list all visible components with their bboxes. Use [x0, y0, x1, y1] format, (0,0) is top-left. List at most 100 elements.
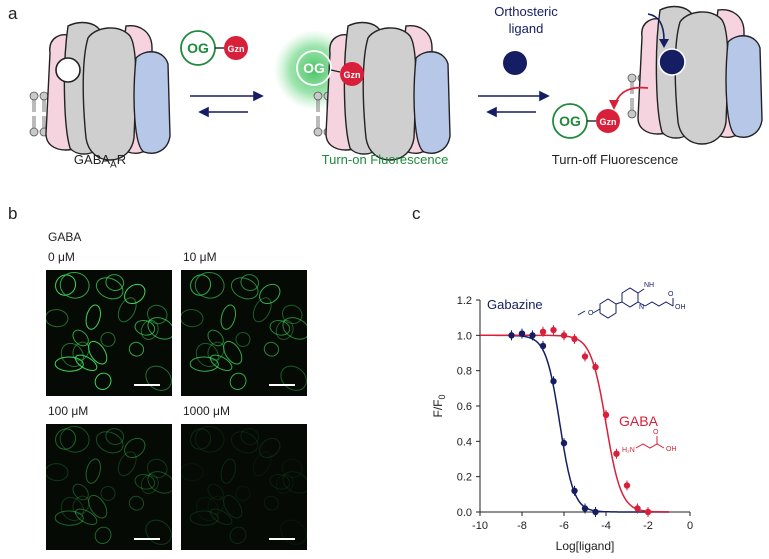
equilibrium-arrows-2 [478, 90, 550, 118]
cell-outline [134, 473, 156, 490]
cell-outline [105, 274, 125, 291]
svg-text:OH: OH [675, 304, 686, 311]
cell-outline [189, 356, 219, 372]
cell-outline [85, 458, 101, 484]
svg-text:O: O [653, 429, 659, 436]
cell-outline [146, 304, 168, 325]
y-tick-label: 0.0 [457, 507, 472, 519]
probe-released [552, 103, 620, 139]
x-tick-label: 0 [687, 520, 693, 532]
cell-outline [230, 277, 259, 300]
cell-outline [194, 272, 225, 299]
cell-outline [128, 341, 145, 357]
cell-outline [145, 519, 172, 545]
orthosteric-ligand [503, 51, 527, 75]
empty-binding-site [55, 57, 81, 83]
data-point-gaba [634, 505, 641, 512]
cell-outline [230, 431, 259, 454]
data-point-gaba [550, 326, 557, 334]
cell-outline [72, 495, 90, 515]
cell-outline [269, 473, 291, 490]
cell-outline [128, 495, 145, 511]
y-tick-label: 0.6 [457, 401, 472, 413]
cell-outline [229, 372, 247, 390]
receptor-apo [29, 21, 171, 161]
cell-outline [100, 485, 116, 501]
cell-outline [229, 526, 247, 544]
ligand-entry-arrow [647, 13, 665, 41]
micrograph-3 [181, 424, 307, 550]
cell-outline [252, 297, 272, 323]
cell-outline [54, 356, 84, 372]
y-tick-label: 0.4 [457, 436, 472, 448]
equilibrium-arrows-1 [190, 90, 264, 118]
series-label-gaba: GABA [619, 413, 658, 429]
svg-text:NH: NH [644, 282, 654, 289]
cell-outline [55, 274, 77, 296]
cell-outline [194, 426, 225, 453]
cell-outline [88, 340, 108, 365]
svg-text:H₂N: H₂N [622, 447, 635, 454]
cell-outline [223, 494, 243, 519]
cell-outline [282, 317, 307, 340]
ligand-label-line2: ligand [509, 21, 544, 36]
cell-outline [275, 473, 294, 494]
gzn-label-3: Gzn [600, 117, 617, 127]
cell-outline [207, 495, 225, 515]
cell-outline [60, 496, 84, 522]
y-tick-label: 0.8 [457, 366, 472, 378]
cell-outline [181, 463, 204, 482]
cell-outline [95, 277, 124, 300]
cell-outline [220, 304, 236, 330]
cell-outline [124, 283, 146, 305]
cell-outline [85, 304, 101, 330]
cell-outline [117, 297, 137, 323]
y-tick-label: 0.2 [457, 472, 472, 484]
caption-receptor: GABAAR [73, 152, 127, 171]
caption-turn-off: Turn-off Fluorescence [551, 152, 679, 167]
x-tick-label: -10 [472, 520, 488, 532]
y-tick-label: 1.2 [457, 295, 472, 307]
cell-outline [88, 494, 108, 519]
og-label-2: OG [303, 60, 325, 76]
data-point-gaba [644, 508, 652, 516]
data-point-gabazine [581, 505, 589, 512]
cell-outline [60, 342, 84, 368]
cell-outline [100, 331, 116, 347]
cell-outline [207, 329, 224, 347]
og-label-3: OG [559, 113, 581, 129]
cell-outline [59, 426, 90, 453]
x-axis-label: Log[ligand] [556, 539, 615, 553]
cell-outline [281, 304, 303, 325]
data-point-gabazine [539, 342, 547, 350]
cell-outline [189, 510, 219, 526]
cell-outline [252, 451, 272, 477]
probe-release-arrow [615, 86, 649, 103]
data-point-gaba [581, 353, 589, 360]
x-tick-label: -8 [517, 520, 527, 532]
cell-outline [220, 458, 236, 484]
receptor-ligand-bound [627, 5, 763, 145]
panel-letter-b: b [8, 204, 18, 223]
scale-bar [269, 384, 295, 386]
cell-outline [195, 342, 219, 368]
conc-label-2: 100 μM [48, 404, 89, 418]
cell-outline [105, 428, 125, 445]
conc-label-3: 1000 μM [183, 404, 230, 418]
cell-outline [240, 428, 260, 445]
gzn-label-2: Gzn [344, 70, 361, 80]
cell-outline [235, 331, 251, 347]
cell-outline [55, 428, 77, 450]
cell-outline [94, 372, 112, 390]
cell-outline [209, 508, 233, 525]
y-axis-label: F/F0 [431, 394, 447, 417]
micrograph-1 [181, 270, 307, 396]
svg-text:O: O [588, 310, 594, 317]
cell-outline [282, 471, 307, 494]
panel-letter-a: a [8, 4, 18, 23]
cell-outline [280, 365, 307, 391]
cell-outline [124, 437, 146, 459]
data-point-gabazine [518, 330, 526, 337]
cell-outline [72, 329, 89, 347]
